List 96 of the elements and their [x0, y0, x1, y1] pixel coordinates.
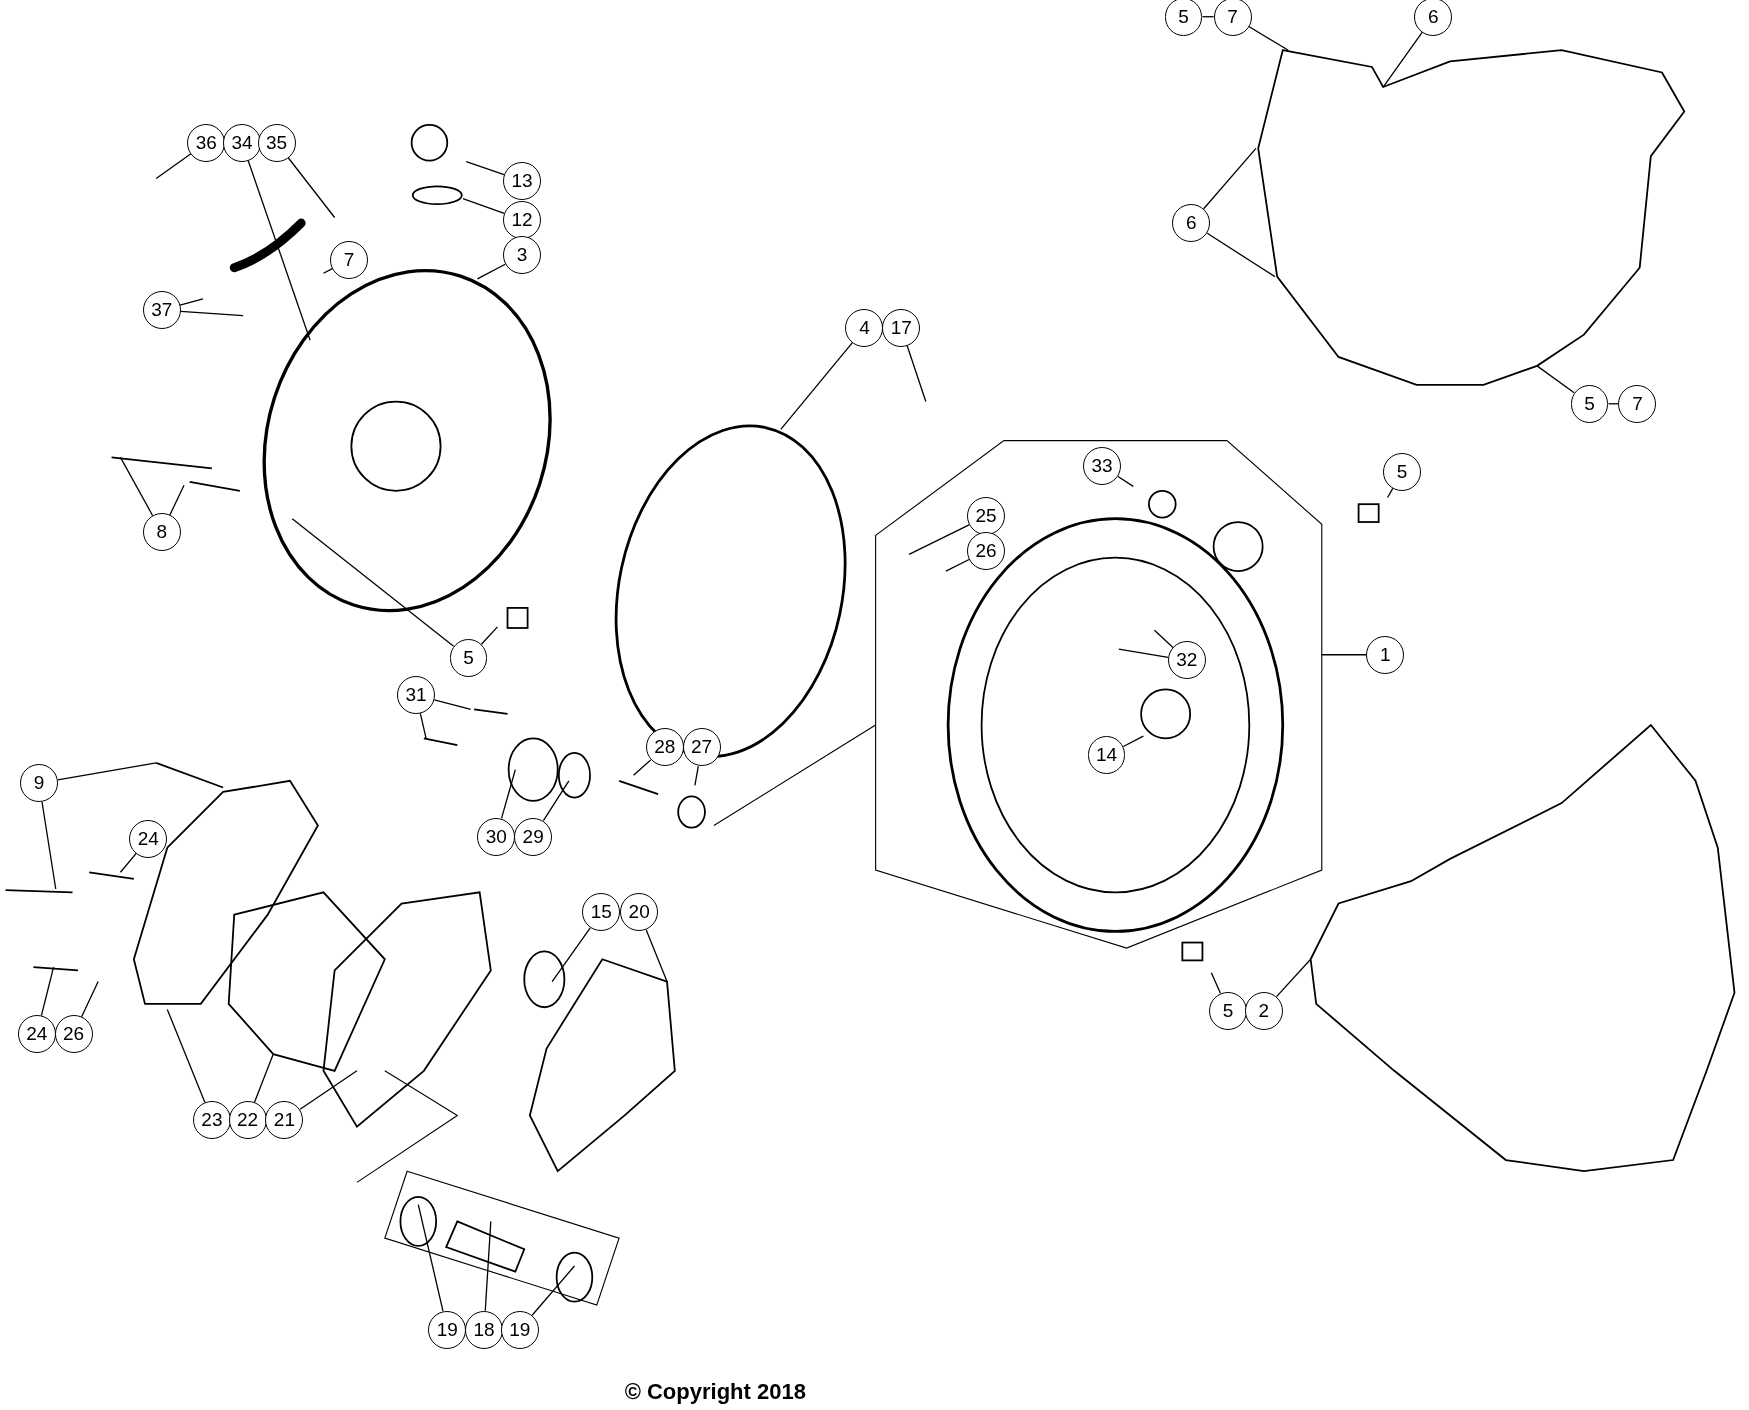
callout-number: 5	[1383, 452, 1422, 491]
leader-line	[462, 197, 505, 214]
callout-number: 17	[882, 308, 921, 347]
leader-line	[1117, 475, 1134, 487]
callout-number: 23	[192, 1100, 231, 1139]
leader-line	[465, 161, 505, 176]
callout-number: 22	[228, 1100, 267, 1139]
leader-line	[542, 780, 570, 822]
callout-number: 19	[428, 1310, 467, 1349]
leader-line	[287, 157, 336, 219]
callout-number: 1	[1366, 635, 1405, 674]
leader-line	[247, 160, 311, 341]
leader-line	[1248, 25, 1289, 51]
leader-line	[417, 1204, 444, 1312]
leader-line	[945, 558, 970, 572]
callout-number: 18	[465, 1310, 504, 1349]
callout-number: 15	[582, 893, 621, 932]
callout-number: 26	[54, 1015, 93, 1053]
callout-number: 35	[257, 123, 296, 162]
leader-line	[291, 518, 455, 647]
leader-line	[1153, 629, 1174, 649]
callout-number: 5	[1164, 0, 1203, 36]
leader-line	[632, 759, 652, 776]
leader-line	[155, 153, 192, 180]
leader-line	[531, 1265, 576, 1316]
callout-number: 6	[1172, 204, 1211, 243]
callout-number: 27	[682, 728, 721, 767]
callout-link-line	[1201, 16, 1215, 18]
leader-line	[119, 456, 154, 517]
callout-link-line	[1607, 403, 1620, 405]
callout-number: 7	[330, 240, 369, 279]
leader-line	[1275, 958, 1312, 998]
callout-number: 21	[265, 1100, 304, 1139]
leader-line	[645, 929, 668, 983]
callout-number: 24	[129, 819, 168, 858]
leader-line	[1206, 232, 1276, 278]
leader-line	[1536, 365, 1575, 394]
leader-line	[299, 1070, 358, 1110]
callout-number: 5	[1209, 991, 1248, 1030]
leader-line	[484, 1220, 492, 1312]
leader-line	[1203, 147, 1257, 210]
callout-number: 4	[845, 308, 884, 347]
leader-line	[57, 762, 157, 781]
callout-number: 29	[514, 817, 553, 856]
callout-number: 8	[142, 513, 181, 551]
leader-line	[480, 626, 499, 645]
leader-line	[694, 765, 699, 786]
leader-line	[1210, 972, 1222, 994]
callout-number: 9	[20, 764, 58, 802]
callout-number: 24	[17, 1015, 56, 1053]
callout-number: 12	[503, 200, 541, 239]
callout-number: 5	[1570, 384, 1609, 423]
leader-line	[500, 769, 516, 819]
callout-number: 7	[1618, 384, 1657, 423]
leader-line	[81, 980, 99, 1018]
leader-line	[1118, 648, 1169, 658]
leader-line	[169, 484, 185, 516]
callout-number: 28	[645, 728, 684, 767]
callout-number: 5	[449, 639, 488, 678]
leader-line	[41, 801, 57, 890]
leader-line	[433, 699, 472, 711]
leader-line	[1321, 654, 1368, 656]
leader-line	[1122, 735, 1144, 748]
callout-number: 31	[397, 675, 435, 714]
leader-line	[179, 298, 204, 306]
callout-number: 32	[1167, 641, 1206, 680]
leader-line	[119, 852, 137, 873]
callout-number: 34	[223, 123, 261, 162]
leader-line	[780, 341, 854, 431]
callout-number: 14	[1087, 736, 1126, 775]
callout-number: 25	[967, 497, 1005, 536]
leader-line	[419, 712, 427, 740]
leader-line	[166, 1008, 206, 1103]
copyright-notice: © Copyright 2018	[624, 1378, 806, 1405]
callout-number: 20	[620, 893, 659, 932]
leader-line	[40, 966, 55, 1017]
leader-line	[476, 263, 506, 280]
callout-number: 7	[1213, 0, 1252, 36]
callout-number: 36	[187, 123, 226, 162]
leader-line	[253, 1053, 274, 1103]
leader-line	[908, 524, 970, 555]
callout-number: 6	[1414, 0, 1453, 36]
leader-line	[1382, 31, 1423, 88]
leader-line	[551, 927, 591, 983]
callout-number: 2	[1244, 991, 1283, 1030]
leader-line	[180, 310, 244, 317]
callout-number: 19	[500, 1310, 539, 1349]
callout-number: 37	[142, 291, 181, 330]
leader-line	[322, 268, 333, 274]
callout-number: 3	[503, 236, 541, 275]
leader-line	[906, 345, 927, 403]
callout-number: 26	[967, 532, 1005, 570]
callout-number: 30	[477, 817, 516, 856]
callout-number: 13	[503, 161, 541, 200]
callout-number: 33	[1083, 447, 1121, 486]
leader-line	[1386, 487, 1394, 499]
